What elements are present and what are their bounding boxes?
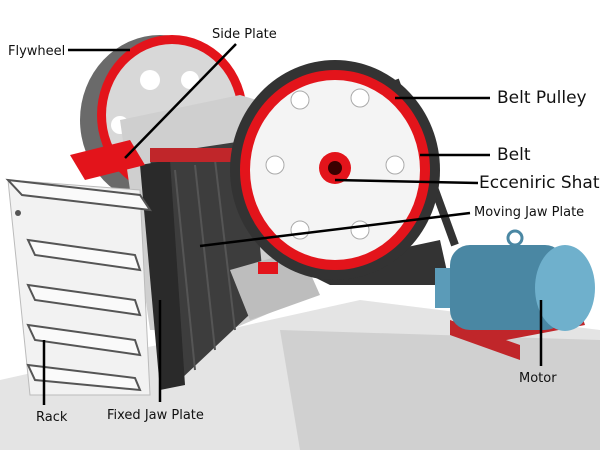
belt-pulley: [230, 60, 440, 280]
fixed-jaw-plate: [140, 160, 185, 390]
label-belt-pulley: Belt Pulley: [497, 88, 587, 108]
jaw-teeth: [174, 159, 236, 371]
side-plate: [70, 140, 145, 180]
label-side-plate: Side Plate: [212, 27, 277, 42]
base-block: [280, 330, 600, 450]
label-motor: Motor: [519, 371, 557, 386]
toggle-block: [258, 262, 278, 274]
label-moving-jaw-plate: Moving Jaw Plate: [474, 205, 585, 220]
label-flywheel: Flywheel: [8, 44, 66, 59]
jaw-top-bar: [150, 148, 250, 162]
label-belt: Belt: [497, 145, 531, 165]
motor: [435, 229, 595, 360]
label-eccentric-shaft: Ecceniric Shat: [479, 173, 600, 193]
rack: [5, 178, 153, 396]
label-rack: Rack: [36, 410, 68, 425]
label-fixed-jaw-plate: Fixed Jaw Plate: [107, 408, 204, 423]
leader-lines: [42, 43, 543, 405]
